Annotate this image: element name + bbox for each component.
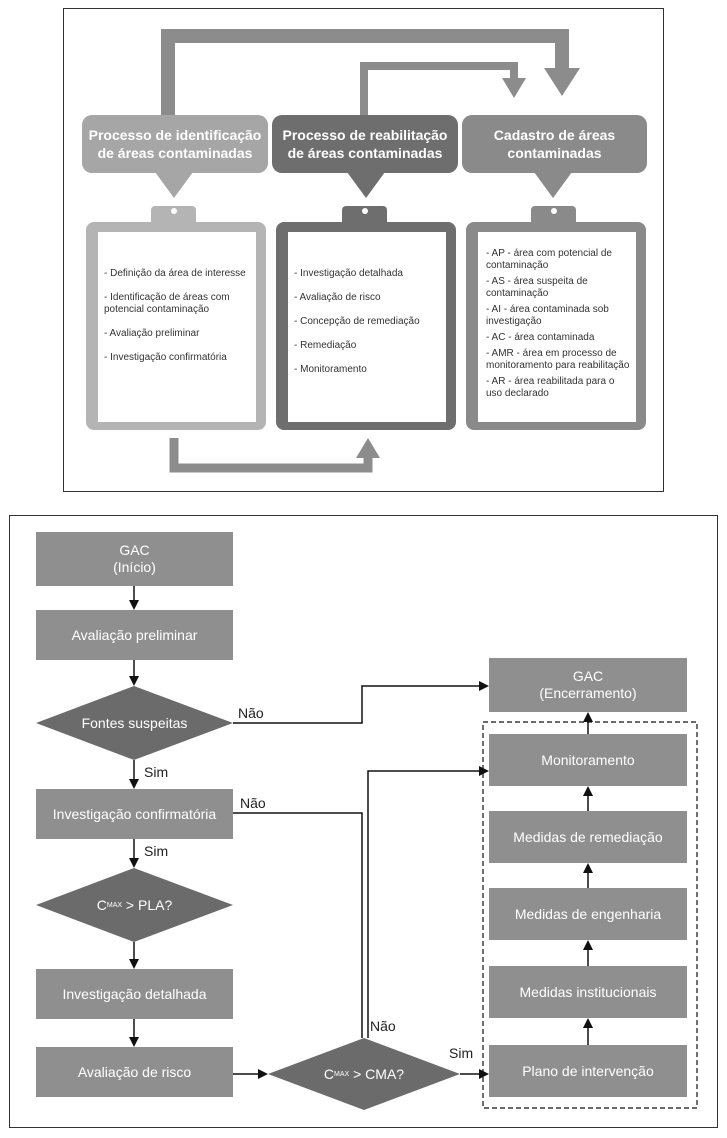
label-nao-cma: Não: [370, 1018, 396, 1034]
node-medidas-engenharia: Medidas de engenharia: [514, 905, 662, 922]
cmax-pla-sub: MAX: [106, 901, 123, 909]
head-cadastro: Cadastro de áreas contaminadas: [493, 127, 616, 161]
arrowhead-clipboard2: [356, 438, 380, 458]
col1-item: - Investigação confirmatória: [104, 352, 227, 363]
clipboard2-paper: - Investigação detalhada - Avaliação de …: [288, 232, 446, 422]
clipboard2-clip: [342, 206, 387, 226]
node-avaliacao-preliminar: Avaliação preliminar: [71, 626, 198, 643]
node-investigacao-detalhada: Investigação detalhada: [62, 985, 207, 1002]
arrow-reabilitacao-to-cadastro: [360, 62, 518, 120]
col2-item: - Concepção de remediação: [294, 316, 420, 327]
col3-item: - AC - área contaminada: [486, 332, 595, 343]
clipboard1-clip: [151, 206, 196, 226]
head2-bg: [272, 115, 458, 173]
col1-item: - Avaliação preliminar: [104, 328, 200, 339]
col3-item: - AI - área contaminada sob investigação: [486, 304, 609, 327]
node-monitoramento: Monitoramento: [541, 751, 635, 768]
head-identificacao: Processo de identificação de áreas conta…: [88, 127, 262, 161]
col3-item: - AS - área suspeita de contaminação: [486, 276, 588, 299]
node-avaliacao-de-risco: Avaliação de risco: [77, 1063, 192, 1080]
label-sim-confirm: Sim: [144, 843, 169, 859]
arrowhead-cadastro-big: [544, 68, 580, 96]
clipboard3-clip: [531, 206, 576, 226]
cmax-pla-c: C: [96, 896, 107, 913]
node-gac-inicio: GAC (Início): [113, 542, 156, 575]
cmax-pla-cmp: > PLA?: [122, 896, 173, 913]
label-nao-confirm: Não: [240, 795, 266, 811]
col3-item: - AMR - área em processo de monitorament…: [486, 348, 630, 371]
clipboard1-paper: - Definição da área de interesse - Ident…: [98, 232, 256, 422]
arrow-clipboard1-to-clipboard2: [169, 438, 373, 473]
node-gac-encerramento: GAC (Encerramento): [539, 668, 637, 701]
col3-item: - AR - área reabilitada para o uso decla…: [486, 376, 615, 399]
col3-item: - AP - área com potencial de contaminaçã…: [486, 248, 612, 271]
label-sim-cma: Sim: [449, 1045, 474, 1061]
head1-pointer: [155, 172, 193, 198]
node-investigacao-confirmatoria: Investigação confirmatória: [52, 805, 217, 822]
head1-bg: [82, 115, 268, 173]
arrowhead-cadastro-small: [502, 78, 526, 98]
node-fontes-suspeitas: Fontes suspeitas: [81, 714, 188, 731]
cmax-cma-cmp: > CMA?: [349, 1065, 405, 1082]
cmax-cma-sub: MAX: [334, 1070, 350, 1078]
col2-item: - Remediação: [294, 340, 357, 351]
head2-pointer: [347, 172, 385, 198]
col1-item: - Definição da área de interesse: [104, 268, 246, 279]
col2-item: - Avaliação de risco: [294, 292, 381, 303]
label-nao-fontes: Não: [238, 705, 264, 721]
head3-bg: [462, 115, 647, 173]
head3-pointer: [534, 172, 572, 198]
node-plano-intervencao: Plano de intervenção: [522, 1062, 654, 1079]
arrow-identification-to-cadastro: [161, 29, 569, 118]
col2-item: - Investigação detalhada: [294, 268, 403, 279]
label-sim-fontes: Sim: [144, 764, 169, 780]
cmax-cma-c: C: [323, 1065, 335, 1082]
node-medidas-institucionais: Medidas institucionais: [519, 983, 657, 1000]
node-medidas-remediacao: Medidas de remediação: [513, 828, 663, 845]
clipboard3-paper: - AP - área com potencial de contaminaçã…: [478, 232, 636, 422]
col1-item: - Identificação de áreas com potencial c…: [104, 292, 230, 315]
col2-item: - Monitoramento: [294, 364, 367, 375]
head-reabilitacao: Processo de reabilitação de áreas contam…: [282, 127, 448, 161]
